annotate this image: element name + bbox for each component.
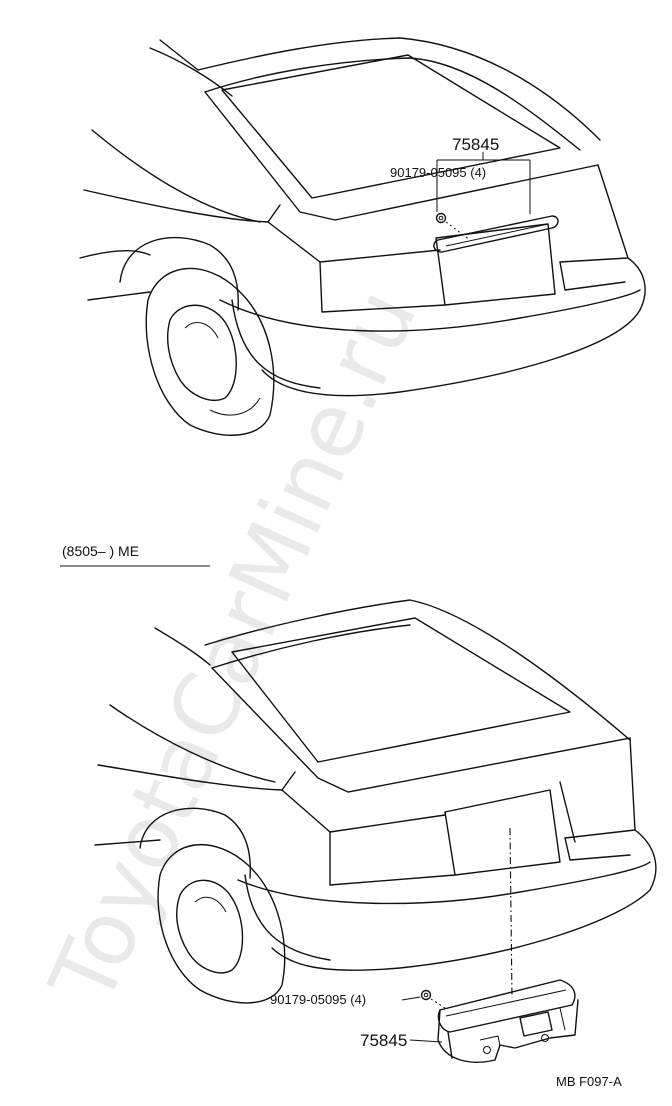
- bottom-bolt-number-label: 90179-05095 (4): [270, 992, 366, 1007]
- diagram-code: MB F097-A: [556, 1074, 622, 1089]
- bottom-bolt-leader: [401, 996, 421, 1001]
- car-rear-view-bottom: [94, 599, 657, 1063]
- bottom-part-leader: [409, 1039, 443, 1043]
- top-part-leader: [436, 152, 531, 214]
- car-rear-view-top: [79, 37, 646, 436]
- variant-label: (8505– ) ME: [62, 543, 139, 559]
- top-part-number-label: 75845: [452, 135, 499, 154]
- bottom-part-number-label: 75845: [360, 1031, 407, 1050]
- top-bolt-number-label: 90179-05095 (4): [390, 165, 486, 180]
